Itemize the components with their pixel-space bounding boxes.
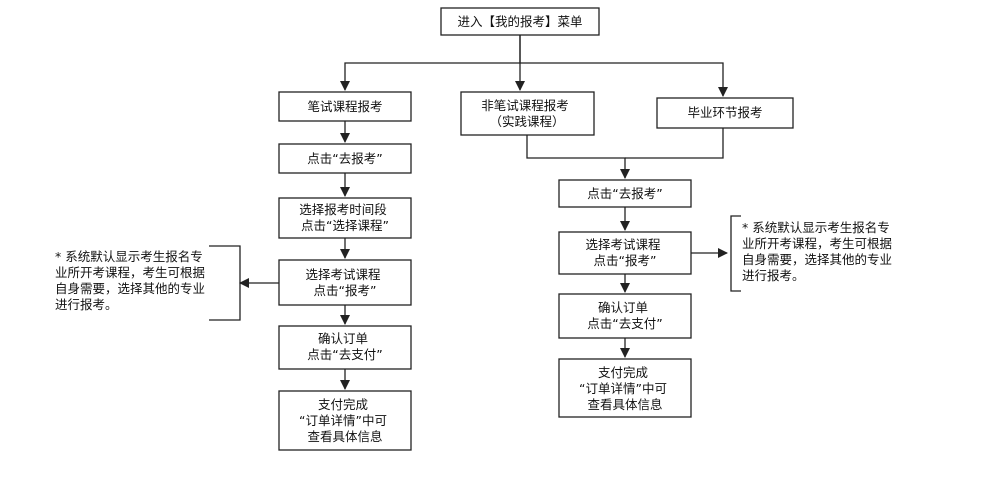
node-graduation-exam: 毕业环节报考 [656, 97, 794, 129]
node-left-step-3: 选择考试课程 点击“报考” [278, 259, 412, 306]
node-left-step-4-label: 确认订单 点击“去支付” [307, 331, 382, 362]
node-practice-exam: 非笔试课程报考 （实践课程） [460, 91, 595, 136]
node-written-exam: 笔试课程报考 [278, 91, 412, 122]
node-right-step-2-label: 选择考试课程 点击“报考” [586, 237, 665, 268]
node-right-step-1-label: 点击“去报考” [587, 186, 662, 201]
node-right-step-1: 点击“去报考” [558, 179, 692, 208]
edge-practice-to-r1 [526, 135, 630, 179]
edge-start-to-grad [520, 62, 728, 97]
edge-grad-to-r1 [625, 128, 724, 159]
node-right-step-3-label: 确认订单 点击“去支付” [587, 300, 662, 331]
note-left-bracket [209, 245, 241, 321]
node-right-step-4-label: 支付完成 “订单详情”中可 查看具体信息 [579, 365, 671, 412]
node-practice-exam-label: 非笔试课程报考 （实践课程） [481, 98, 573, 129]
node-right-step-3: 确认订单 点击“去支付” [558, 293, 692, 339]
node-written-exam-label: 笔试课程报考 [307, 99, 382, 114]
node-right-step-2: 选择考试课程 点击“报考” [558, 231, 692, 275]
node-right-step-4: 支付完成 “订单详情”中可 查看具体信息 [558, 358, 692, 418]
node-left-step-2: 选择报考时间段 点击“选择课程” [278, 197, 412, 239]
node-left-step-1: 点击“去报考” [278, 143, 412, 174]
node-left-step-3-label: 选择考试课程 点击“报考” [306, 267, 385, 298]
node-graduation-exam-label: 毕业环节报考 [687, 105, 762, 120]
node-left-step-2-label: 选择报考时间段 点击“选择课程” [299, 202, 391, 233]
note-right: * 系统默认显示考生报名专 业所开考课程，考生可根据 自身需要，选择其他的专业 … [742, 220, 896, 283]
node-left-step-5: 支付完成 “订单详情”中可 查看具体信息 [278, 390, 412, 451]
edges [239, 35, 728, 390]
note-left: * 系统默认显示考生报名专 业所开考课程，考生可根据 自身需要，选择其他的专业 … [55, 249, 209, 312]
node-start: 进入【我的报考】菜单 [440, 7, 600, 36]
edge-start-to-written [340, 35, 521, 91]
node-left-step-5-label: 支付完成 “订单详情”中可 查看具体信息 [299, 397, 391, 444]
node-left-step-1-label: 点击“去报考” [307, 151, 382, 166]
note-right-bracket [730, 215, 741, 292]
note-left-text: * 系统默认显示考生报名专 业所开考课程，考生可根据 自身需要，选择其他的专业 … [55, 249, 209, 312]
note-right-text: * 系统默认显示考生报名专 业所开考课程，考生可根据 自身需要，选择其他的专业 … [742, 220, 896, 283]
node-start-label: 进入【我的报考】菜单 [457, 14, 582, 29]
node-left-step-4: 确认订单 点击“去支付” [278, 325, 412, 370]
